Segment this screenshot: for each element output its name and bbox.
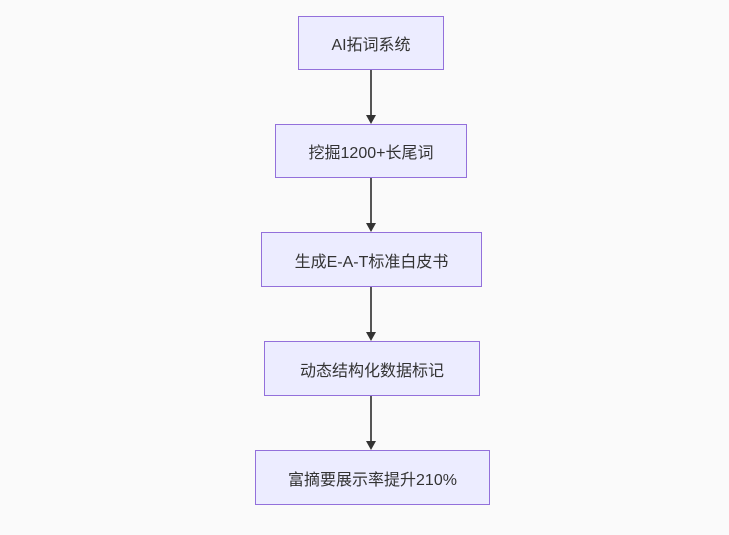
flowchart-node-longtail-mining: 挖掘1200+长尾词 xyxy=(275,124,467,178)
arrow-line xyxy=(370,396,372,443)
flowchart-arrow-1 xyxy=(365,70,377,124)
node-label: 动态结构化数据标记 xyxy=(299,362,444,380)
flowchart-node-ai-system: AI拓词系统 xyxy=(298,16,444,70)
flowchart-node-rich-snippet-result: 富摘要展示率提升210% xyxy=(255,450,490,505)
flowchart-arrow-2 xyxy=(365,178,377,232)
arrow-line xyxy=(370,287,372,334)
arrow-head-icon xyxy=(366,332,376,341)
node-label: AI拓词系统 xyxy=(331,37,411,54)
node-label: 富摘要展示率提升210% xyxy=(288,471,457,489)
arrow-line xyxy=(370,70,372,117)
arrow-head-icon xyxy=(366,115,376,124)
node-label: 生成E-A-T标准白皮书 xyxy=(294,253,449,271)
arrow-head-icon xyxy=(366,223,376,232)
flowchart-arrow-3 xyxy=(365,287,377,341)
flowchart-node-eat-whitepaper: 生成E-A-T标准白皮书 xyxy=(261,232,482,287)
arrow-line xyxy=(370,178,372,225)
node-label: 挖掘1200+长尾词 xyxy=(308,145,434,162)
flowchart-node-structured-data: 动态结构化数据标记 xyxy=(264,341,480,396)
flowchart-arrow-4 xyxy=(365,396,377,450)
arrow-head-icon xyxy=(366,441,376,450)
